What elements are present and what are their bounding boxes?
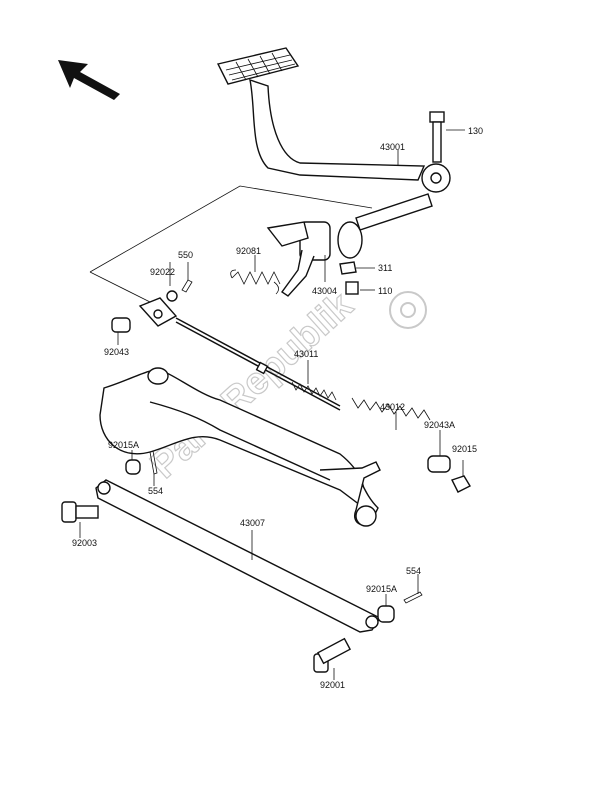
label-92043A: 92043A: [424, 420, 455, 430]
nut-311: [339, 261, 357, 275]
label-43007: 43007: [240, 518, 265, 528]
brake-spring-43012: [351, 397, 431, 421]
spacer-92015A-left: [125, 459, 141, 475]
label-43001: 43001: [380, 142, 405, 152]
brake-pedal-arm: [216, 47, 451, 193]
cotter-pin-550: [181, 279, 193, 293]
label-92081: 92081: [236, 246, 261, 256]
label-554-left: 554: [148, 486, 163, 496]
washer-92022: [166, 290, 178, 302]
label-43004: 43004: [312, 286, 337, 296]
label-110: 110: [378, 286, 392, 296]
label-43011: 43011: [294, 349, 318, 359]
brake-shaft-lever: [266, 193, 433, 297]
orientation-arrow-icon: [58, 60, 120, 100]
clevis-pin-92043: [111, 317, 131, 333]
label-92015: 92015: [452, 444, 477, 454]
label-130: 130: [468, 126, 483, 136]
label-43012: 43012: [380, 402, 405, 412]
label-554-right: 554: [406, 566, 421, 576]
bolt-130: [429, 111, 445, 163]
bolt-92001: [313, 637, 352, 673]
spacer-92015A-right: [377, 605, 395, 623]
cotter-pin-554-left: [149, 450, 158, 475]
label-92015A-left: 92015A: [108, 440, 139, 450]
label-92022: 92022: [150, 267, 175, 277]
parts-republik-logo: [389, 291, 427, 329]
nut-92015: [451, 475, 471, 493]
bolt-92003: [61, 501, 99, 523]
brake-cam-lever: [319, 461, 381, 527]
torque-link-43007: [95, 479, 382, 633]
label-92015A-right: 92015A: [366, 584, 397, 594]
bolt-110: [345, 281, 359, 295]
part-labels: 130 43001 92081 550 92022 311 43004 110 …: [72, 126, 483, 690]
cotter-pin-554-right: [403, 591, 423, 604]
label-311: 311: [378, 263, 392, 273]
joint-92043A: [427, 455, 451, 473]
reference-plane: [89, 185, 373, 303]
rod-clevis: [138, 297, 178, 327]
brake-rod-43011: [175, 317, 341, 411]
label-92043: 92043: [104, 347, 129, 357]
return-spring-92081: [230, 269, 281, 295]
label-92003: 92003: [72, 538, 97, 548]
label-92001: 92001: [320, 680, 345, 690]
label-550: 550: [178, 250, 193, 260]
